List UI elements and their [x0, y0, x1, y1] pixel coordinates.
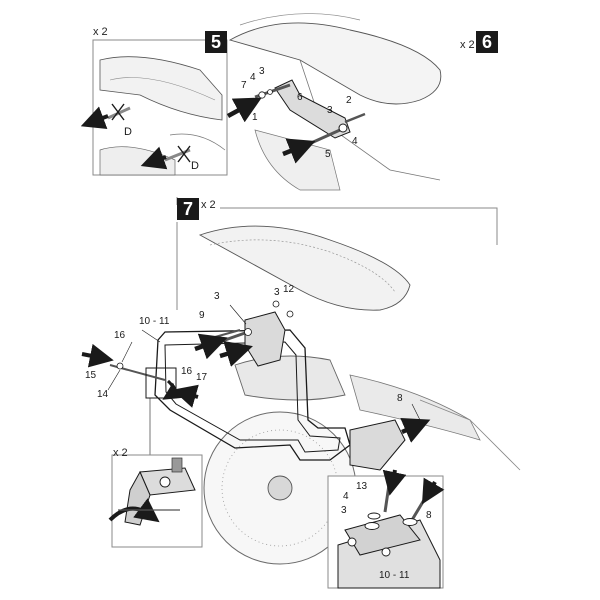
panel7-multiplier: x 2	[201, 199, 216, 211]
inset-left-multiplier: x 2	[113, 447, 128, 459]
step-6-badge: 6	[476, 31, 498, 53]
panel5-label-d-top: D	[124, 126, 132, 138]
panel6-callout-1: 1	[252, 112, 258, 123]
inset-callout-13: 13	[356, 481, 368, 492]
panel6-callout-6: 6	[297, 92, 303, 103]
panel6-callout-4b: 4	[352, 136, 358, 147]
panel7-callout-9: 9	[199, 310, 205, 321]
inset-rear-mount-detail	[327, 469, 445, 589]
panel7-callout-3b: 3	[274, 287, 280, 298]
panel5-multiplier: x 2	[93, 26, 108, 38]
panel-5	[80, 39, 228, 176]
panel7-callout-15: 15	[85, 370, 97, 381]
panel7-callout-10-11: 10 - 11	[139, 316, 170, 327]
inset-callout-8: 8	[426, 510, 432, 521]
panel7-callout-12: 12	[283, 284, 295, 295]
panel6-callout-4: 4	[250, 72, 256, 83]
step-5-badge: 5	[205, 31, 227, 53]
panel-6	[226, 13, 442, 191]
panel6-callout-3a: 3	[259, 66, 265, 77]
inset-callout-10-11: 10 - 11	[379, 570, 410, 581]
panel6-callout-3b: 3	[327, 105, 333, 116]
inset-bracket-detail	[108, 454, 203, 548]
inset-callout-3: 3	[341, 505, 347, 516]
panel7-callout-8: 8	[397, 393, 403, 404]
panel7-callout-17: 17	[196, 372, 208, 383]
panel6-callout-7: 7	[241, 80, 247, 91]
panel6-callout-5: 5	[325, 149, 331, 160]
panel5-label-d-bottom: D	[191, 160, 199, 172]
panel7-callout-16a: 16	[114, 330, 126, 341]
panel7-callout-3a: 3	[214, 291, 220, 302]
inset-callout-4: 4	[343, 491, 349, 502]
panel7-callout-14: 14	[97, 389, 109, 400]
panel6-multiplier: x 2	[460, 39, 475, 51]
panel6-callout-2: 2	[346, 95, 352, 106]
panel-7-motorcycle	[81, 225, 521, 565]
step-7-badge: 7	[177, 198, 199, 220]
panel7-callout-16b: 16	[181, 366, 193, 377]
